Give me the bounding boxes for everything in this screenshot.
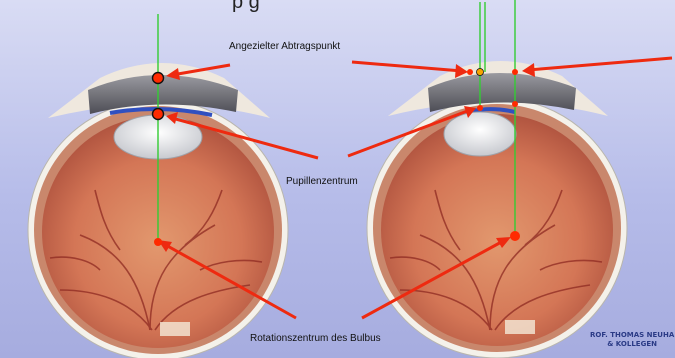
label-target-point: Angezielter Abtragspunkt	[229, 41, 340, 52]
right-pupil-center-marker	[477, 105, 483, 111]
logo-line-1: ROF. THOMAS NEUHA	[590, 331, 674, 340]
arrow-target-right	[352, 62, 462, 71]
right-target-point-marker-b	[512, 69, 518, 75]
left-target-point-marker	[153, 73, 164, 84]
right-eyeball	[367, 61, 627, 358]
slide-heading-fragment: p g	[232, 0, 260, 14]
left-pupil-center-marker	[153, 109, 164, 120]
right-laser-spot-marker	[477, 69, 484, 76]
right-optic-disc	[505, 320, 535, 334]
right-target-point-marker-a	[467, 69, 473, 75]
right-lens	[444, 112, 516, 156]
left-optic-disc	[160, 322, 190, 336]
label-pupil-center: Pupillenzentrum	[286, 176, 358, 187]
right-pupil-center-marker-2	[512, 101, 518, 107]
arrow-target-right-2	[528, 58, 672, 70]
logo-line-2: & KOLLEGEN	[590, 340, 674, 349]
left-rotation-center-marker	[154, 238, 162, 246]
right-rotation-center-marker	[510, 231, 520, 241]
clinic-logo: ROF. THOMAS NEUHA & KOLLEGEN	[590, 331, 674, 349]
label-rotation-center: Rotationszentrum des Bulbus	[250, 333, 381, 344]
